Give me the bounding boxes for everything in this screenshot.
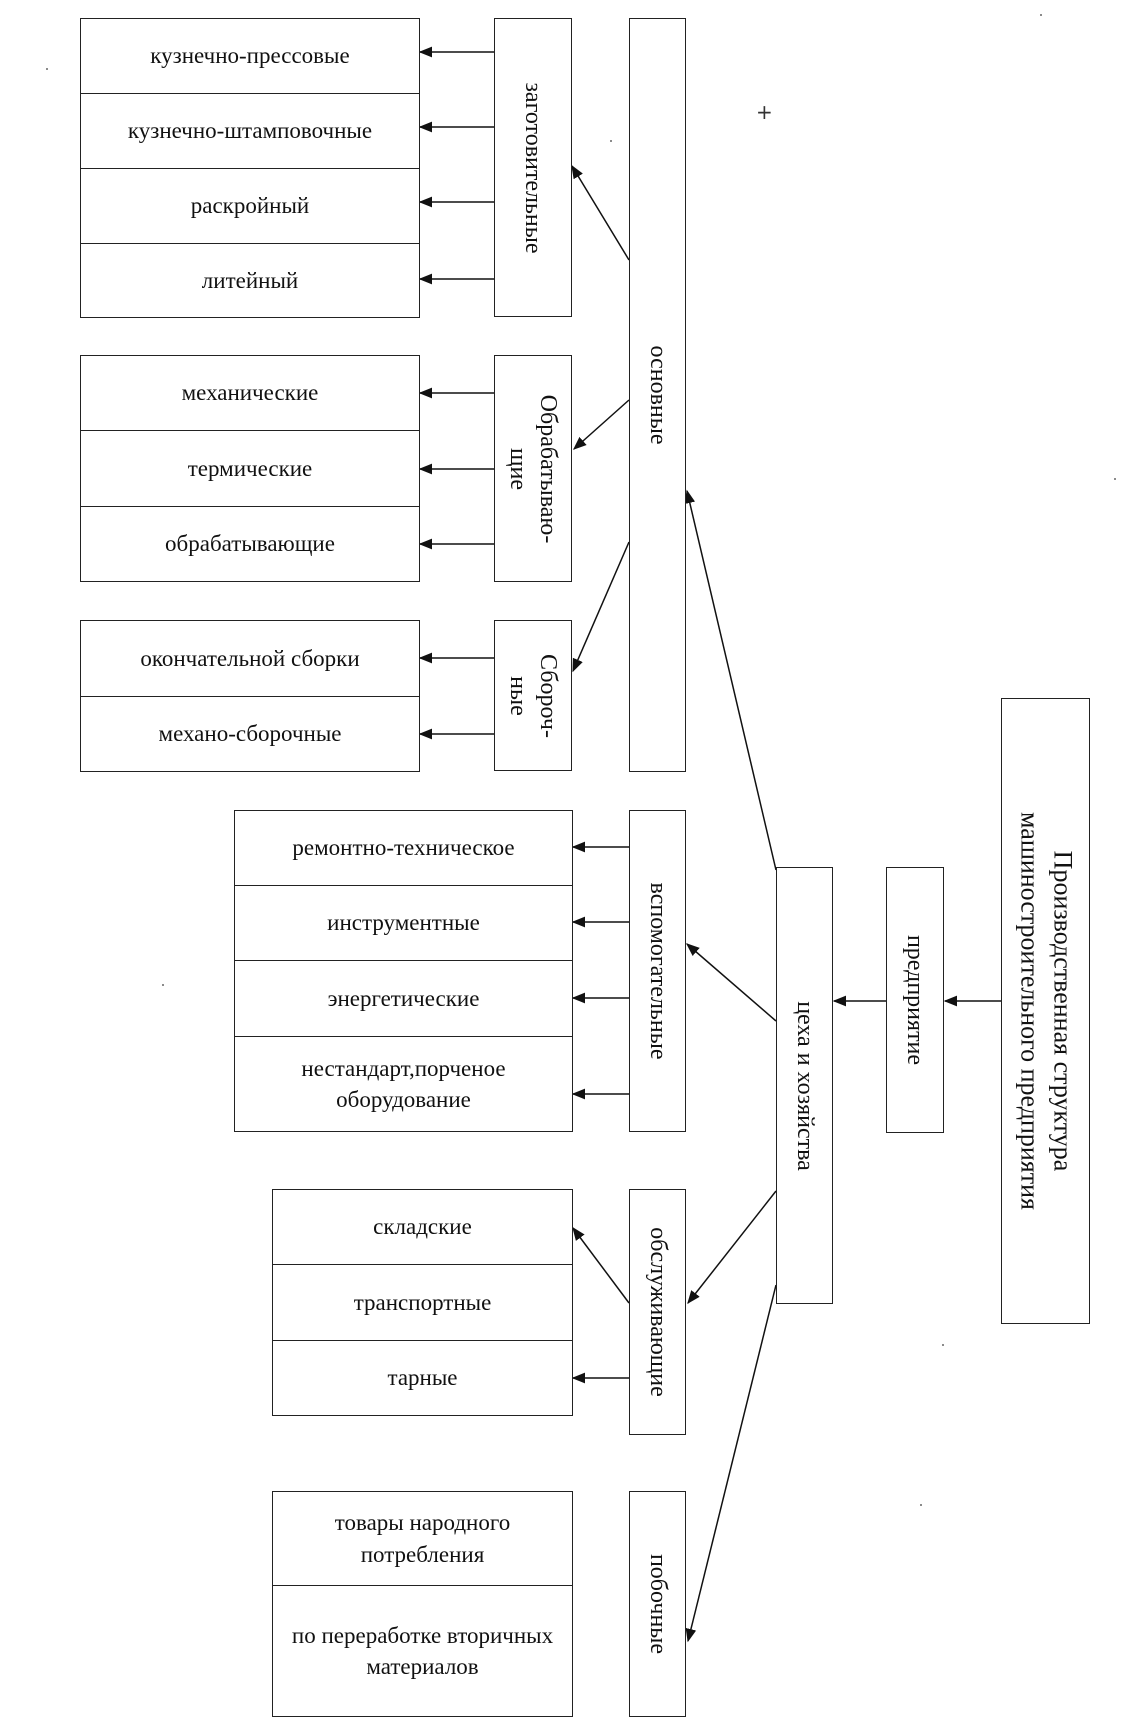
- service-item-2: транспортные: [272, 1264, 573, 1341]
- processing-item-3: обрабатывающие: [80, 506, 420, 582]
- service-group-label: обслуживающие: [644, 1227, 671, 1397]
- departments-label: цеха и хозяйства: [791, 1000, 818, 1171]
- procurement-item-1: кузнечно-прессовые: [80, 18, 420, 94]
- plus-mark: +: [756, 100, 773, 124]
- auxiliary-group-label: вспомогательные: [644, 882, 671, 1060]
- scan-dot: [920, 1504, 922, 1506]
- departments-box: цеха и хозяйства: [776, 867, 833, 1304]
- auxiliary-item-3: энергетические: [234, 960, 573, 1037]
- procurement-group-box: заготовительные: [494, 18, 572, 317]
- side-group-label: побочные: [644, 1553, 671, 1655]
- procurement-item-4: литейный: [80, 243, 420, 318]
- arrow-departments-to-service: [687, 1190, 777, 1305]
- arrow-departments-to-auxiliary: [685, 943, 777, 1022]
- auxiliary-group-box: вспомогательные: [629, 810, 686, 1132]
- processing-item-2: термические: [80, 430, 420, 507]
- auxiliary-item-2: инструментные: [234, 885, 573, 961]
- arrow-main-to-procurement: [571, 164, 630, 261]
- assembly-group-label-line-1: Сбороч-: [535, 653, 561, 738]
- main-group-box: основные: [629, 18, 686, 772]
- side-item-1: товары народного потребления: [272, 1491, 573, 1586]
- scan-dot: [942, 1344, 944, 1346]
- enterprise-label: предприятие: [902, 934, 928, 1066]
- diagram-title-line-1: Производственная структура: [1048, 850, 1077, 1172]
- scan-dot: [610, 140, 612, 142]
- arrow-departments-to-side: [685, 1284, 777, 1643]
- assembly-group-box: Сбороч- ные: [494, 620, 572, 771]
- diagram-title-box: Производственная структура машиностроите…: [1001, 698, 1090, 1324]
- scan-dot: [1040, 14, 1042, 16]
- arrow-main-to-processing: [572, 399, 630, 450]
- side-item-2: по переработке вторичных материалов: [272, 1585, 573, 1717]
- assembly-item-1: окончательной сборки: [80, 620, 420, 697]
- processing-group-label-line-1: Обрабатываю-: [535, 394, 561, 543]
- arrow-service-item-1: [572, 1226, 630, 1304]
- procurement-group-label: заготовительные: [520, 81, 546, 254]
- diagram-title-line-2: машиностроительного предприятия: [1015, 812, 1045, 1210]
- scan-dot: [1114, 478, 1116, 480]
- auxiliary-item-4: нестандарт,порченое оборудование: [234, 1036, 573, 1132]
- procurement-item-2: кузнечно-штамповочные: [80, 93, 420, 169]
- arrow-departments-to-main: [684, 489, 777, 871]
- enterprise-box: предприятие: [886, 867, 944, 1133]
- service-group-box: обслуживающие: [629, 1189, 686, 1435]
- service-item-1: складские: [272, 1189, 573, 1265]
- scan-dot: [162, 984, 164, 986]
- processing-group-label-line-2: щие: [505, 447, 531, 490]
- processing-item-1: механические: [80, 355, 420, 431]
- scan-dot: [46, 68, 48, 70]
- auxiliary-item-1: ремонтно-техническое: [234, 810, 573, 886]
- assembly-item-2: механо-сборочные: [80, 696, 420, 772]
- procurement-item-3: раскройный: [80, 168, 420, 244]
- side-group-box: побочные: [629, 1491, 686, 1717]
- processing-group-box: Обрабатываю- щие: [494, 355, 572, 582]
- assembly-group-label-line-2: ные: [505, 675, 531, 716]
- main-group-label: основные: [644, 345, 671, 445]
- service-item-3: тарные: [272, 1340, 573, 1416]
- arrow-main-to-assembly: [572, 541, 630, 673]
